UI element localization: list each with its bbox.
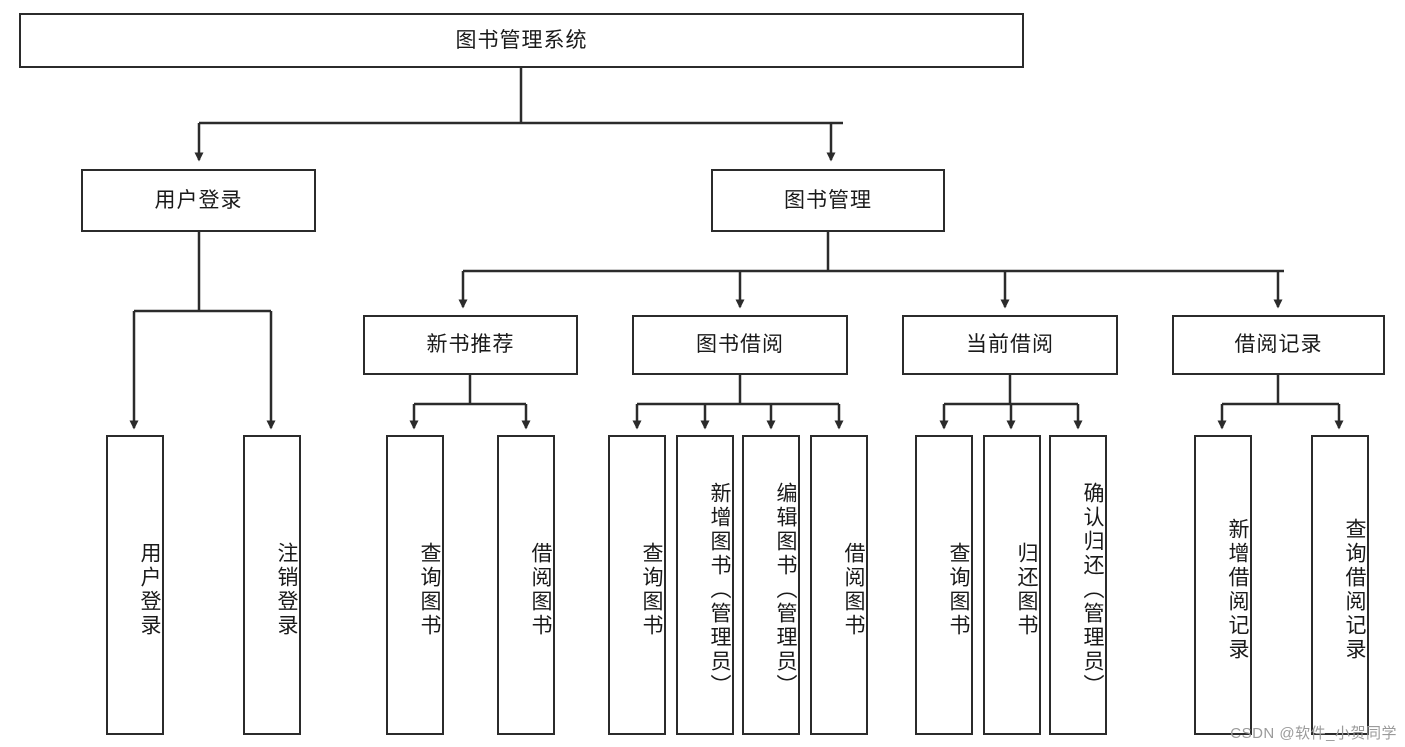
leaf-query-record[interactable]: 查询借阅记录: [1311, 435, 1369, 735]
leaf-add-book[interactable]: 新增图书（管理员）: [676, 435, 734, 735]
leaf-user-login[interactable]: 用户登录: [106, 435, 164, 735]
node-book-borrow-label: 图书借阅: [696, 333, 784, 357]
leaf-add-record-label: 新增借阅记录: [1226, 518, 1249, 662]
node-book-borrow[interactable]: 图书借阅: [632, 315, 848, 375]
node-borrow-record-label: 借阅记录: [1234, 333, 1323, 357]
leaf-borrow-book-1[interactable]: 借阅图书: [497, 435, 555, 735]
leaf-query-book-3[interactable]: 查询图书: [915, 435, 973, 735]
node-current-borrow-label: 当前借阅: [966, 333, 1054, 357]
leaf-return-book[interactable]: 归还图书: [983, 435, 1041, 735]
leaf-add-record[interactable]: 新增借阅记录: [1194, 435, 1252, 735]
leaf-logout-label: 注销登录: [275, 542, 298, 638]
leaf-user-login-label: 用户登录: [138, 542, 161, 638]
leaf-query-record-label: 查询借阅记录: [1343, 518, 1366, 662]
leaf-query-book-2[interactable]: 查询图书: [608, 435, 666, 735]
node-user-login-label: 用户登录: [154, 188, 243, 212]
watermark: CSDN @软件_小贺同学: [1230, 725, 1397, 742]
leaf-query-book-3-label: 查询图书: [947, 542, 970, 638]
leaf-borrow-book-2[interactable]: 借阅图书: [810, 435, 868, 735]
node-new-book-recommend-label: 新书推荐: [426, 333, 515, 357]
leaf-confirm-return-label: 确认归还（管理员）: [1081, 482, 1104, 698]
node-root[interactable]: 图书管理系统: [19, 13, 1024, 68]
node-user-login[interactable]: 用户登录: [81, 169, 316, 232]
leaf-logout[interactable]: 注销登录: [243, 435, 301, 735]
leaf-borrow-book-2-label: 借阅图书: [842, 542, 865, 638]
leaf-query-book-1-label: 查询图书: [418, 542, 441, 638]
node-borrow-record[interactable]: 借阅记录: [1172, 315, 1385, 375]
leaf-confirm-return[interactable]: 确认归还（管理员）: [1049, 435, 1107, 735]
leaf-edit-book[interactable]: 编辑图书（管理员）: [742, 435, 800, 735]
node-book-management-label: 图书管理: [784, 188, 872, 212]
node-new-book-recommend[interactable]: 新书推荐: [363, 315, 578, 375]
leaf-edit-book-label: 编辑图书（管理员）: [774, 482, 797, 698]
leaf-add-book-label: 新增图书（管理员）: [708, 482, 731, 698]
node-book-management[interactable]: 图书管理: [711, 169, 945, 232]
leaf-query-book-1[interactable]: 查询图书: [386, 435, 444, 735]
leaf-query-book-2-label: 查询图书: [640, 542, 663, 638]
leaf-borrow-book-1-label: 借阅图书: [529, 542, 552, 638]
node-current-borrow[interactable]: 当前借阅: [902, 315, 1118, 375]
leaf-return-book-label: 归还图书: [1015, 542, 1038, 638]
node-root-label: 图书管理系统: [455, 28, 588, 52]
